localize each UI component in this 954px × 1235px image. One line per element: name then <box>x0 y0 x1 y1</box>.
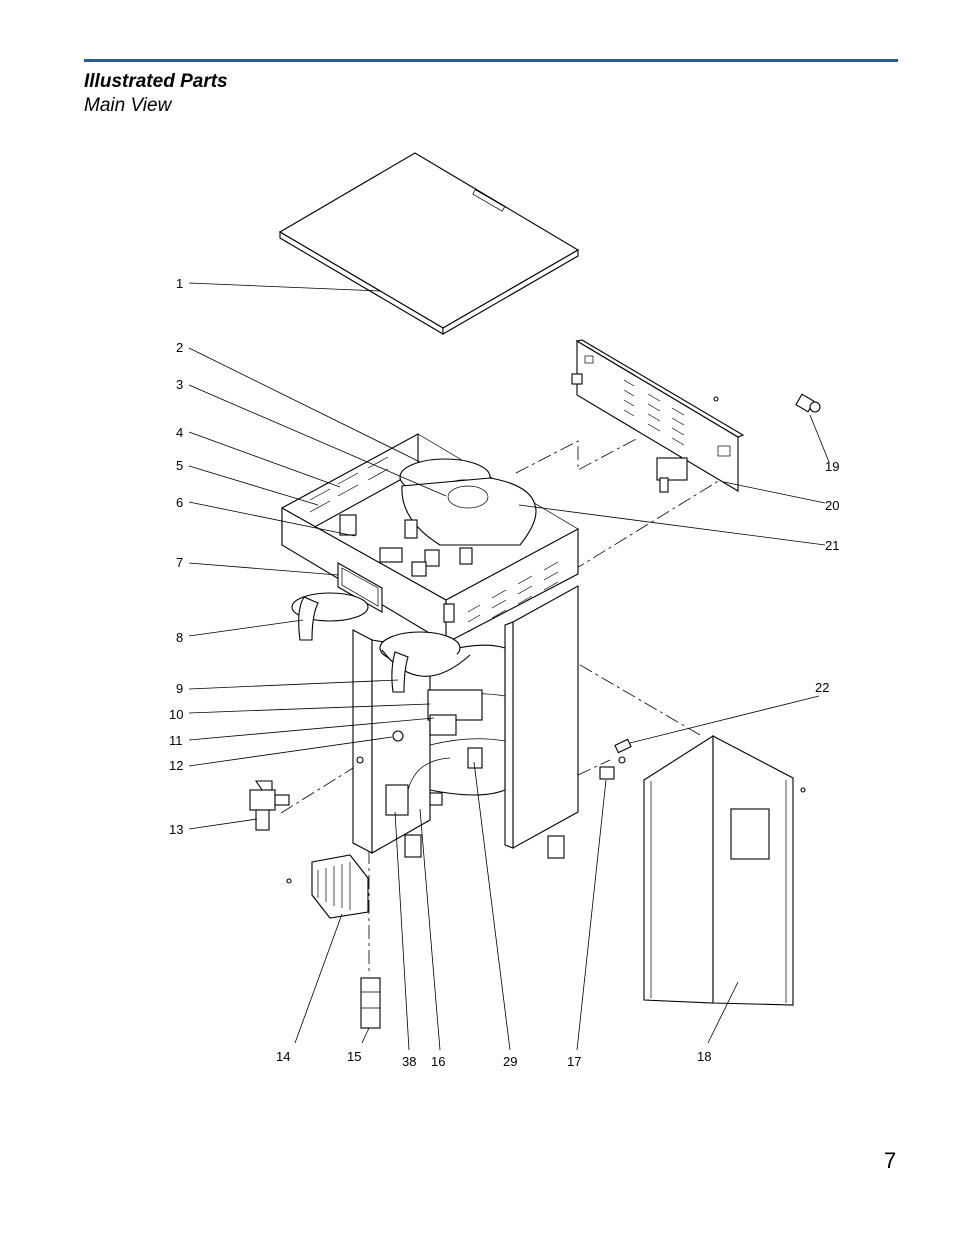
callout-29: 29 <box>503 1054 517 1069</box>
callout-38: 38 <box>402 1054 416 1069</box>
callout-15: 15 <box>347 1049 361 1064</box>
callout-10: 10 <box>169 707 183 722</box>
callout-8: 8 <box>176 630 183 645</box>
part-14-heatsink <box>286 854 369 919</box>
callout-18: 18 <box>697 1049 711 1064</box>
part-13-faucet <box>249 780 290 831</box>
callout-7: 7 <box>176 555 183 570</box>
callout-3: 3 <box>176 377 183 392</box>
callout-12: 12 <box>169 758 183 773</box>
callout-16: 16 <box>431 1054 445 1069</box>
callout-5: 5 <box>176 458 183 473</box>
callout-labels: 1 2 3 4 5 6 7 8 9 10 11 12 13 14 15 38 1… <box>169 276 839 1069</box>
callout-21: 21 <box>825 538 839 553</box>
callout-6: 6 <box>176 495 183 510</box>
part-main-body <box>281 433 579 859</box>
header-rule <box>84 59 898 62</box>
leader-lines <box>188 282 830 1051</box>
callout-17: 17 <box>567 1054 581 1069</box>
callout-4: 4 <box>176 425 183 440</box>
page-number: 7 <box>884 1148 897 1173</box>
callout-22: 22 <box>815 680 829 695</box>
callout-1: 1 <box>176 276 183 291</box>
part-19-fitting <box>795 393 821 413</box>
callout-19: 19 <box>825 459 839 474</box>
callout-9: 9 <box>176 681 183 696</box>
part-back-panel <box>571 339 745 493</box>
callout-14: 14 <box>276 1049 290 1064</box>
part-18-side-panel <box>643 734 806 1006</box>
part-17-switch <box>599 738 632 780</box>
callout-20: 20 <box>825 498 839 513</box>
part-top-cover <box>278 152 580 335</box>
callout-11: 11 <box>169 733 183 748</box>
callout-13: 13 <box>169 822 183 837</box>
callout-2: 2 <box>176 340 183 355</box>
page-subtitle: Main View <box>84 95 172 116</box>
page-title: Illustrated Parts <box>84 71 228 92</box>
part-15-leg <box>360 977 381 1029</box>
